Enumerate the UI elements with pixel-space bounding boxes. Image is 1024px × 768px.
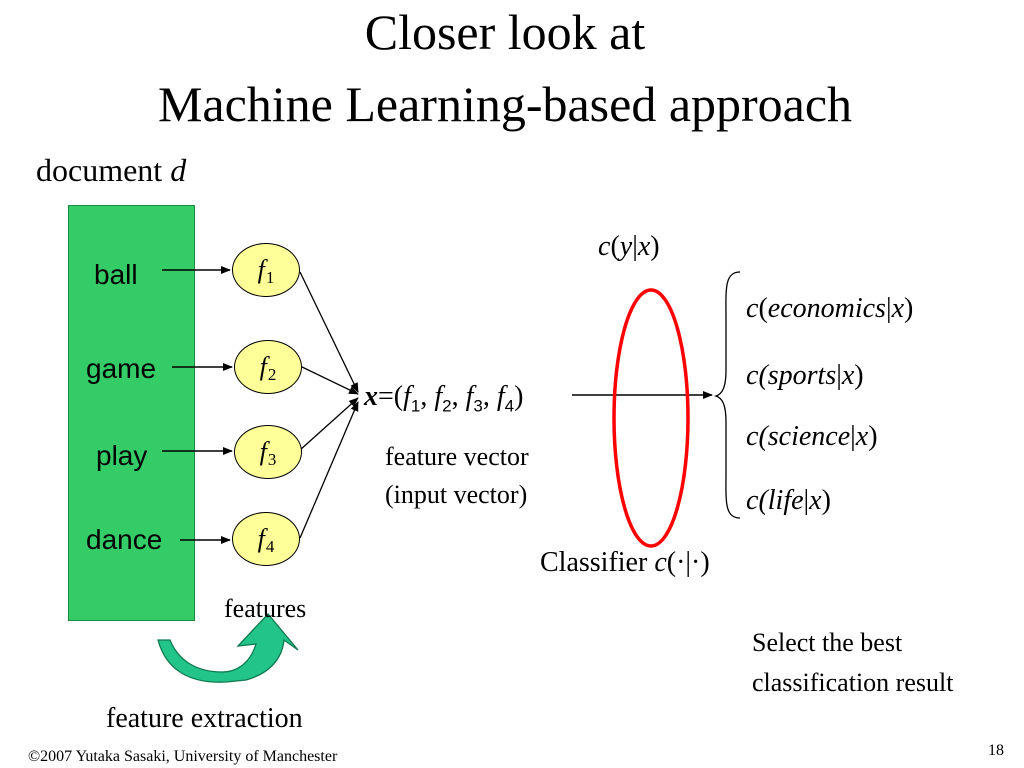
class-life: c(life|x) — [746, 485, 831, 516]
classifier-output-label: c(y|x) — [598, 231, 660, 262]
class-economics: c(economics|x) — [746, 293, 914, 324]
class-science: c(science|x) — [746, 421, 878, 452]
word-ball: ball — [94, 259, 138, 290]
feature-vector-expression: x=(f1, f2, f3, f4) — [364, 381, 524, 416]
line-f1-to-vector — [299, 271, 359, 393]
line-f2-to-vector — [299, 365, 359, 395]
page-number: 18 — [988, 742, 1004, 759]
feature-extraction-label: feature extraction — [106, 703, 303, 734]
line-f4-to-vector — [299, 401, 359, 539]
feature-vector-label: feature vector — [385, 442, 529, 471]
slide-title-line-2: Machine Learning-based approach — [157, 76, 853, 132]
word-dance: dance — [86, 524, 163, 555]
select-best-line-2: classification result — [752, 668, 954, 697]
class-brace — [713, 271, 741, 519]
feature-extraction-arrow-icon — [157, 613, 299, 683]
class-sports: c(sports|x) — [746, 360, 864, 391]
document-box — [68, 205, 195, 621]
classifier-label: Classifier c(·|·) — [540, 547, 710, 578]
document-variable: d — [170, 152, 187, 188]
line-f3-to-vector — [299, 397, 359, 451]
input-vector-label: (input vector) — [385, 480, 528, 509]
classifier-ellipse — [612, 288, 690, 548]
word-game: game — [86, 353, 157, 384]
select-best-line-1: Select the best — [752, 628, 903, 657]
document-label: document d — [36, 152, 187, 188]
features-label: features — [224, 594, 307, 623]
slide-title-line-1: Closer look at — [364, 4, 646, 60]
footer-copyright: ©2007 Yutaka Sasaki, University of Manch… — [28, 748, 338, 765]
word-play: play — [96, 440, 148, 471]
